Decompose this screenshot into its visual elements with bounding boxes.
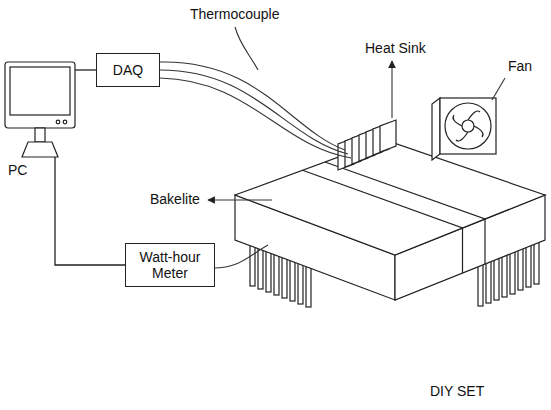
connector-line [75, 69, 96, 70]
part-label: Fan [508, 58, 532, 75]
fan-hub [462, 120, 474, 132]
monitor-screen [10, 67, 70, 115]
fan-side [432, 98, 440, 160]
caption-label: DIY SET [430, 383, 484, 400]
monitor-neck [35, 128, 45, 142]
monitor-button [63, 120, 67, 124]
fin [502, 255, 507, 297]
meter-box: Watt-hour Meter [125, 243, 215, 287]
connector-line [55, 157, 125, 265]
box-top-face [235, 140, 545, 255]
monitor-base [22, 142, 58, 157]
part-label: Thermocouple [190, 6, 280, 23]
fin [258, 247, 263, 289]
fin [518, 248, 523, 290]
leader-arrow [391, 61, 392, 118]
bakelite-band-edge [303, 170, 463, 273]
fan-frame [440, 98, 496, 154]
fin [282, 256, 287, 298]
heat-sink-fin [380, 120, 396, 152]
fin [526, 245, 531, 287]
fin [290, 259, 295, 301]
fan-ring [445, 103, 491, 149]
fan-blades [453, 111, 483, 141]
fin [486, 261, 491, 303]
fin [274, 253, 279, 295]
computer-monitor: PC [5, 62, 75, 157]
thermocouple-wire [160, 62, 345, 150]
thermocouple-wire [160, 78, 351, 158]
fin [250, 244, 255, 286]
thermocouple-wire [160, 70, 348, 154]
part-label: Bakelite [150, 191, 200, 208]
fin [478, 264, 483, 306]
fin [534, 242, 539, 284]
fin [510, 252, 515, 294]
node-text: PC [8, 162, 27, 178]
fin [266, 250, 271, 292]
bakelite-band-edge [325, 162, 485, 264]
monitor-button [56, 120, 60, 124]
leader-line [235, 27, 258, 70]
leader-line [492, 78, 505, 100]
leader-arrow [208, 199, 272, 200]
fin [494, 258, 499, 300]
fin [306, 265, 311, 307]
part-label: Heat Sink [365, 40, 426, 57]
node-text: Watt-hour Meter [131, 249, 209, 281]
fin [298, 262, 303, 304]
daq-box: DAQ [96, 53, 160, 87]
monitor-bezel [5, 62, 75, 128]
power-wire [213, 245, 268, 268]
node-text: DAQ [113, 62, 143, 78]
